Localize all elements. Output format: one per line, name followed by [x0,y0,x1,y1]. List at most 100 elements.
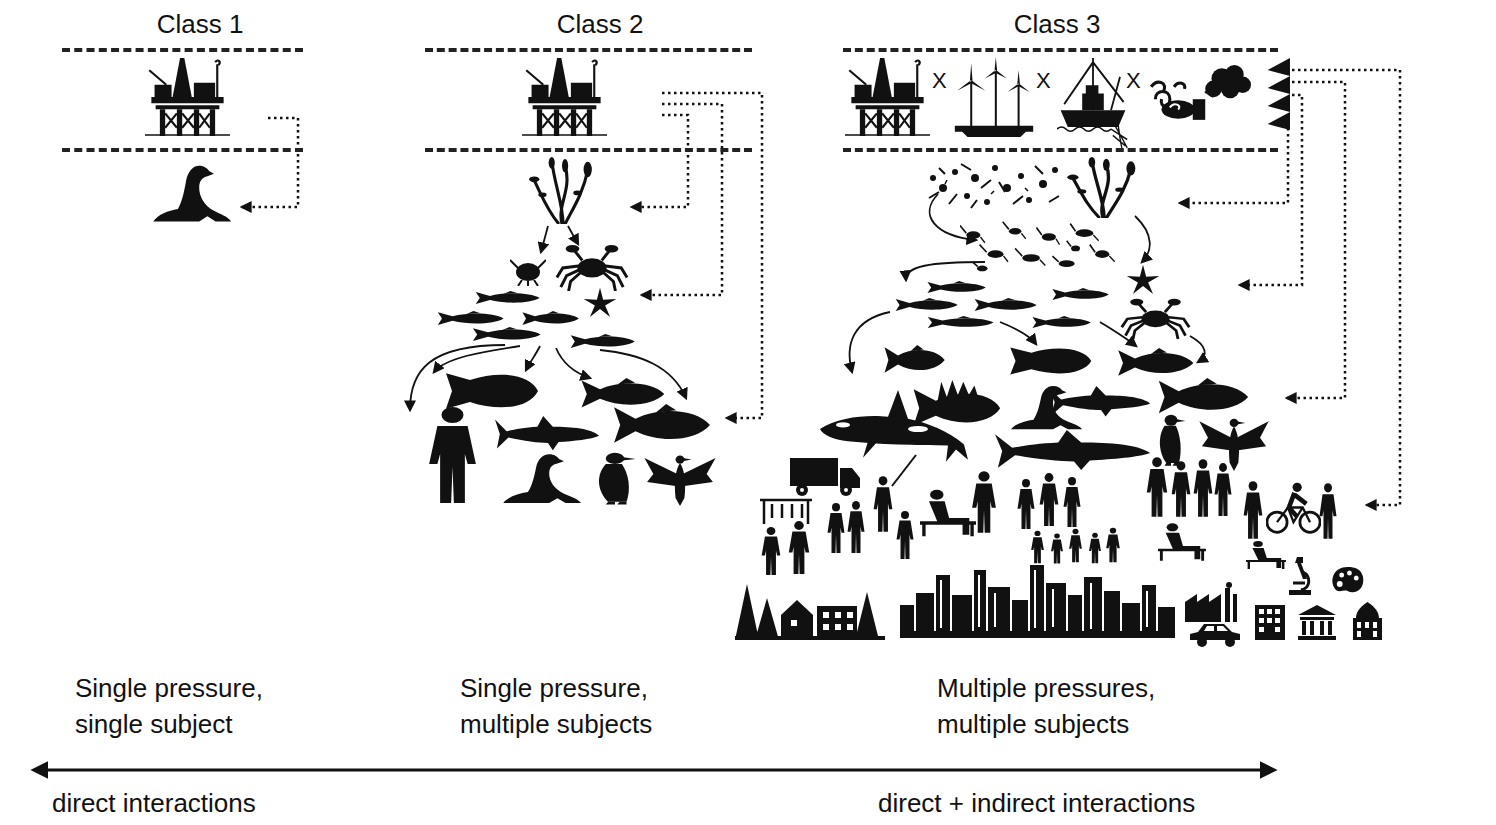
cross-mark: X [1126,67,1141,95]
class-heading: Class 1 [157,8,244,40]
factory [1185,582,1237,622]
truck [790,458,860,496]
person [1244,481,1263,539]
cod [582,378,665,408]
interaction-axis [34,769,1274,772]
small-fish [928,316,994,328]
small-fish [927,281,985,293]
pressure-arrow [242,118,298,207]
child [1069,529,1082,563]
halibut [446,373,538,408]
trophic-arrow [1135,216,1150,262]
small-fish [896,298,958,311]
shark [495,416,599,450]
seaweed [529,157,592,224]
child [1089,533,1101,564]
fish-rack [760,500,812,524]
pressure-band: Class 3 [843,4,1278,152]
class-heading: Class 3 [1014,8,1101,40]
pressure-arrow [1180,118,1290,203]
person [1194,459,1213,517]
class-caption: Single pressure, multiple subjects [460,670,720,742]
trophic-arrow [906,262,985,280]
office-building [1255,605,1285,640]
fishing-rod [892,455,916,486]
person [1147,457,1167,517]
fish [1118,348,1193,376]
guillemot [599,453,636,505]
starfish [584,288,617,317]
fishing-boat [1057,58,1127,148]
city-skyline [900,565,1175,638]
village [735,584,885,640]
person [1040,473,1059,526]
cormorant [644,456,715,506]
trophic-arrow [1100,322,1136,346]
class-heading: Class 2 [557,8,644,40]
dashed-band [843,48,1278,152]
trophic-arrow [568,226,578,244]
cross-mark: X [1036,67,1051,95]
trophic-arrow [600,350,686,398]
pressure-band: Class 2 [425,4,752,152]
salmon [614,404,710,443]
trophic-arrow [526,346,540,370]
person [429,407,476,503]
bench-sitter [920,490,976,537]
trophic-arrow [556,348,590,378]
pressure-arrow [1287,82,1345,398]
oil-platform [522,58,607,136]
small-fish [438,311,504,325]
child [1106,528,1120,563]
zooplankton [510,260,546,286]
starfish [1127,265,1160,294]
domed-building [1353,602,1382,640]
trophic-arrow [1000,322,1036,344]
person [828,503,845,553]
dashed-band [425,48,752,152]
sea-lion [503,454,581,503]
dashed-band [62,48,303,152]
trophic-arrow [930,194,976,240]
zooplankton [960,222,1115,272]
oil-platform [145,58,230,136]
microscope [1289,557,1311,595]
trophic-arrow [1190,336,1205,362]
cyclist [1267,483,1320,533]
flatfish [1010,348,1091,375]
trophic-arrow [434,346,520,372]
rockfish [914,380,1000,425]
pressure-arrow [662,93,762,418]
person [762,527,781,575]
person [1018,479,1035,529]
sitting-person [1158,523,1206,560]
person [848,501,865,553]
person [897,511,914,559]
seaweed [1067,157,1135,218]
person [1215,463,1232,516]
sea-lion [153,166,231,222]
car [1190,624,1240,647]
wind-farm [955,57,1033,137]
trophic-arrow [541,226,548,252]
person [789,521,809,574]
child [1051,534,1063,564]
small-fish [522,311,578,325]
small-fish [1052,288,1108,300]
sea-lion [1011,386,1082,429]
pressure-arrow [642,104,722,295]
basking-shark [995,430,1150,470]
oil-platform [845,58,930,136]
person [972,471,996,532]
pressure-band: Class 1 [62,4,303,152]
museum [1298,605,1336,640]
pressure-sawtooth [1268,58,1290,130]
cross-mark: X [932,67,947,95]
phytoplankton [929,164,1059,208]
small-fish [571,334,635,348]
class-caption: Multiple pressures, multiple subjects [937,670,1227,742]
pressure-arrow [1240,95,1302,285]
crab [557,245,627,291]
angler [874,476,893,532]
